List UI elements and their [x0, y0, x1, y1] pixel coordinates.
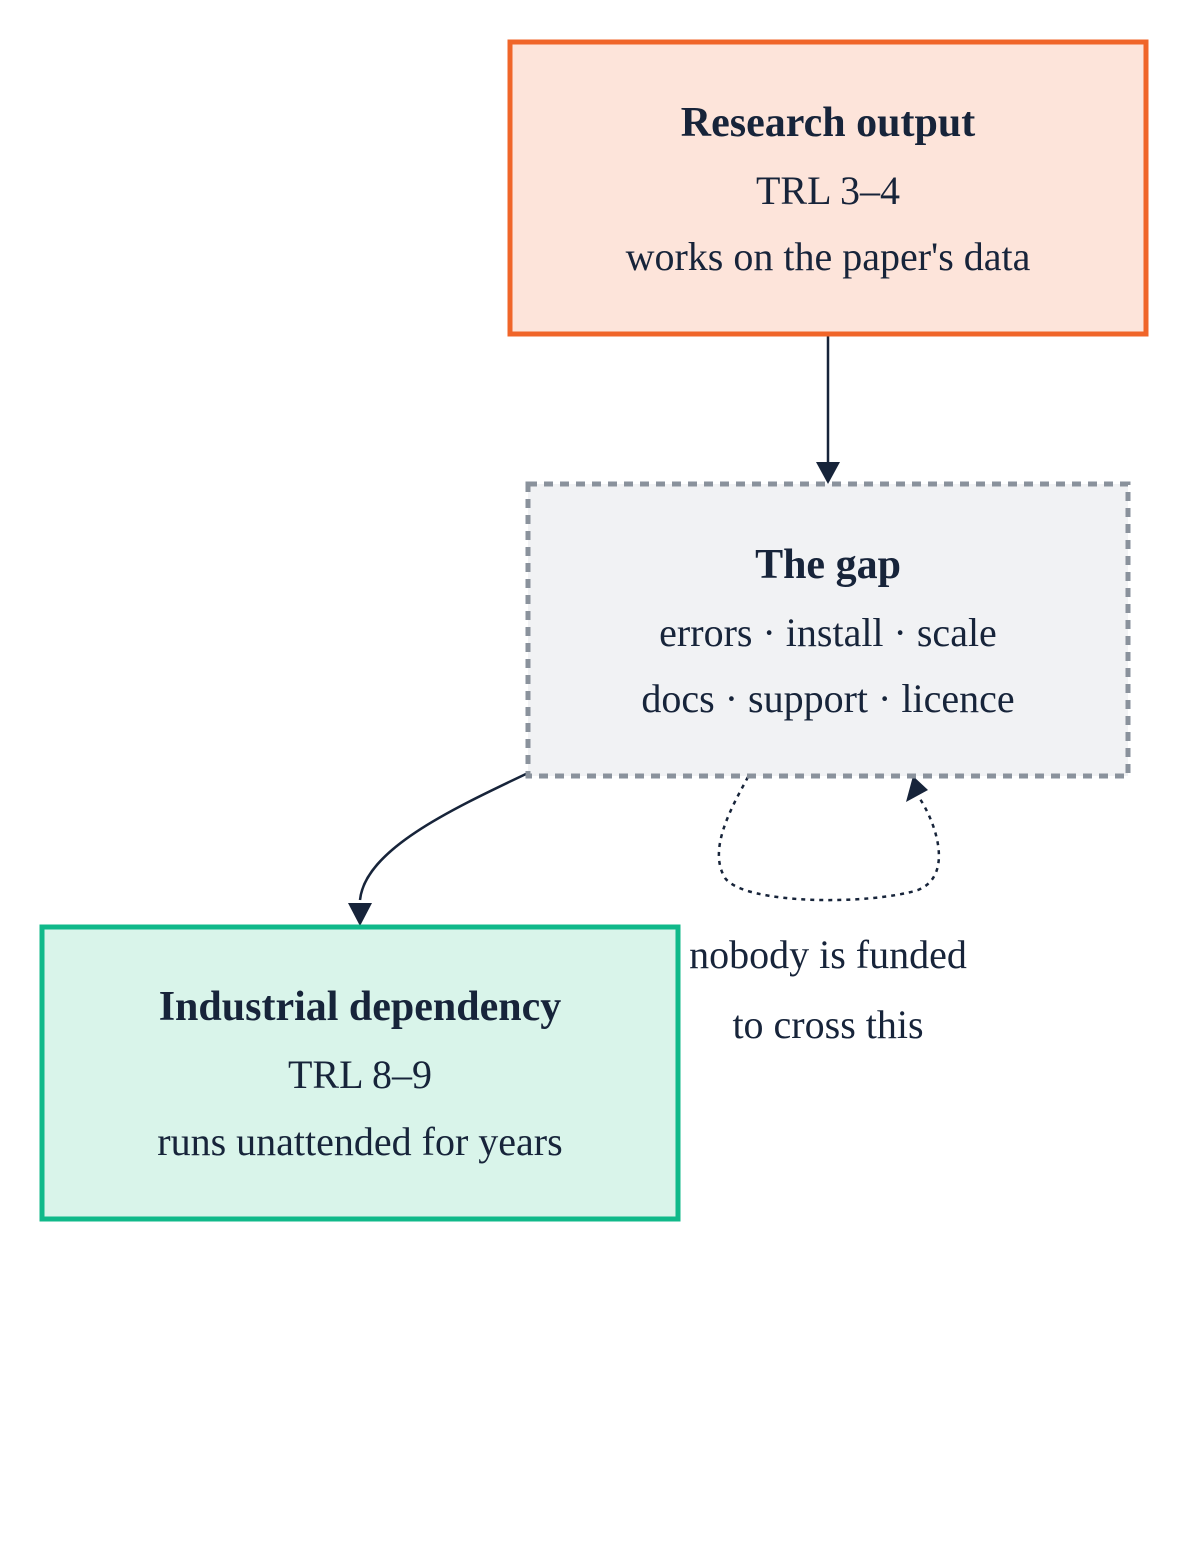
edge-research-to-gap	[816, 336, 840, 484]
node-research-output: Research output TRL 3–4 works on the pap…	[507, 39, 1149, 337]
node-the-gap: The gap errors · install · scale docs · …	[525, 481, 1131, 779]
node-industrial-box	[39, 924, 681, 1222]
node-industrial-dependency: Industrial dependency TRL 8–9 runs unatt…	[39, 924, 681, 1222]
arrowhead-icon	[906, 776, 928, 802]
loop-label: nobody is funded to cross this	[689, 932, 967, 1047]
arrowhead-icon	[348, 903, 372, 926]
node-research-desc: works on the paper's data	[626, 234, 1031, 279]
node-gap-line-2: docs · support · licence	[641, 676, 1014, 721]
edge-gap-to-industrial	[348, 771, 529, 926]
node-research-trl: TRL 3–4	[756, 168, 900, 213]
node-research-title: Research output	[681, 100, 975, 146]
node-gap-box	[525, 481, 1131, 779]
edge-gap-self-loop	[717, 776, 941, 902]
loop-label-line-2: to cross this	[732, 1002, 923, 1047]
node-industrial-desc: runs unattended for years	[157, 1119, 562, 1164]
loop-label-line-1: nobody is funded	[689, 932, 967, 977]
node-industrial-title: Industrial dependency	[159, 984, 562, 1030]
node-gap-line-1: errors · install · scale	[659, 610, 997, 655]
arrowhead-icon	[816, 462, 840, 484]
node-gap-title: The gap	[755, 542, 901, 588]
node-research-box	[507, 39, 1149, 337]
node-industrial-trl: TRL 8–9	[288, 1052, 432, 1097]
